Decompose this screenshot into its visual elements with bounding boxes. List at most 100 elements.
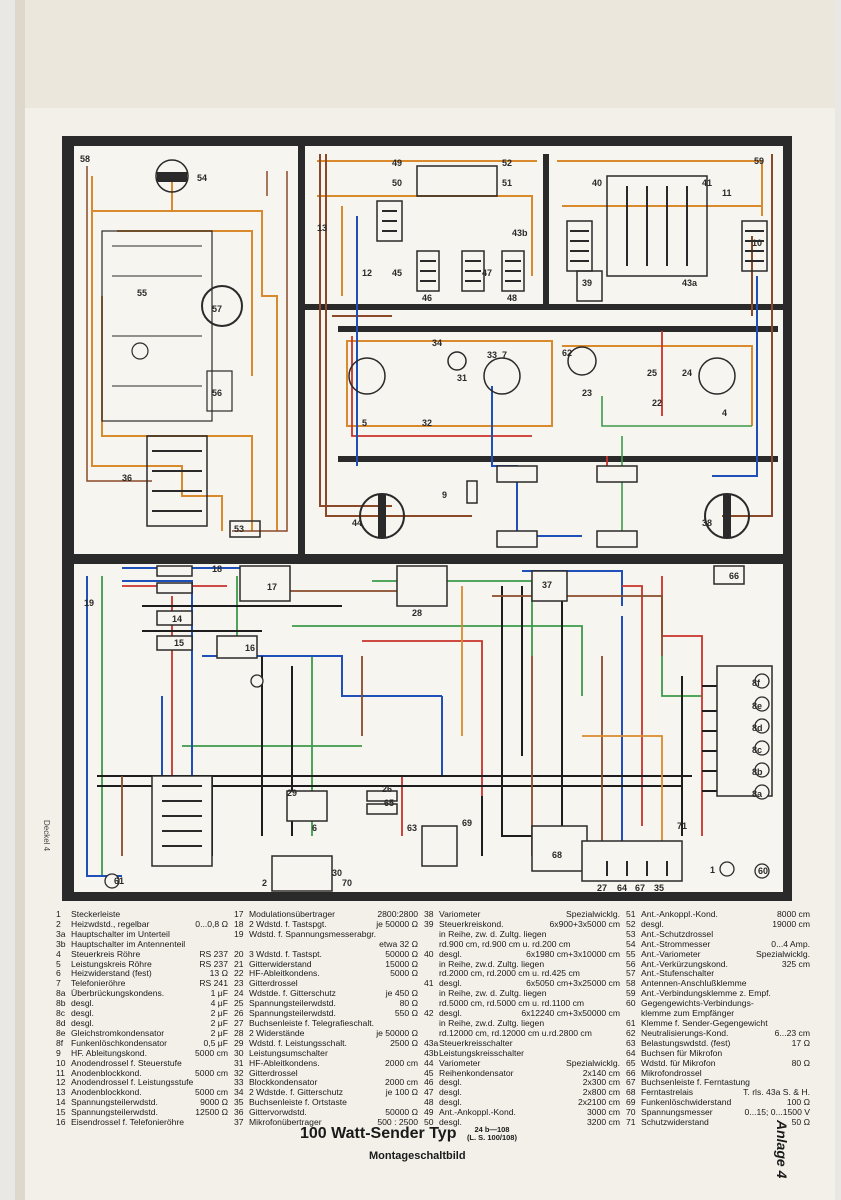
legend-item-text: Ant.-Verkürzungskond. xyxy=(641,959,728,969)
svg-text:69: 69 xyxy=(462,818,472,828)
legend-item-value xyxy=(807,1009,810,1019)
legend-item-text: in Reihe, zw.d. Zultg. liegen xyxy=(439,1018,545,1028)
svg-text:35: 35 xyxy=(654,883,664,893)
legend-item-number: 37 xyxy=(234,1117,244,1128)
legend-item-text: desgl. xyxy=(439,1098,462,1108)
legend-item-value: 50000 Ω xyxy=(385,1107,418,1118)
svg-text:38: 38 xyxy=(702,518,712,528)
legend-item-number: 33 xyxy=(234,1077,244,1088)
svg-text:63: 63 xyxy=(407,823,417,833)
legend-item-value xyxy=(617,1019,620,1029)
legend-item-text: desgl. xyxy=(439,1118,462,1128)
legend-item-value xyxy=(225,1059,228,1069)
legend-item-text: 2 Wdstde. f. Gitterschutz xyxy=(249,1088,344,1098)
legend-item-text: rd.900 cm, rd.900 cm u. rd.200 cm xyxy=(439,939,571,949)
legend-item-value: RS 237 xyxy=(199,948,228,959)
legend-item-number: 70 xyxy=(626,1107,636,1118)
panel-top-left xyxy=(74,146,298,554)
legend-item-number: 17 xyxy=(234,909,244,919)
legend-item-value: 9000 Ω xyxy=(200,1097,228,1108)
legend-item-value: 5000 cm xyxy=(195,1067,228,1078)
svg-text:1: 1 xyxy=(710,865,715,875)
legend-item-value: 0...0,8 Ω xyxy=(195,918,228,929)
legend-item-number: 1 xyxy=(56,909,61,919)
svg-text:54: 54 xyxy=(197,173,207,183)
svg-text:34: 34 xyxy=(432,338,442,348)
legend-item-value xyxy=(807,989,810,999)
legend-item-text: 3 Wdstd. f. Tastspt. xyxy=(249,949,322,959)
legend-item-value: 325 cm xyxy=(781,958,810,969)
legend-item-text: Spannungsteilerwdstd. xyxy=(71,1098,158,1108)
legend-item-value: RS 241 xyxy=(199,978,228,989)
legend-item-text: 2 Wdstd. f. Tastspgt. xyxy=(249,919,327,929)
svg-text:7: 7 xyxy=(502,350,507,360)
svg-text:8b: 8b xyxy=(752,767,763,777)
legend-item: in Reihe, zw. d. Zultg. liegen xyxy=(424,989,620,999)
svg-text:19: 19 xyxy=(84,598,94,608)
legend-item-text: desgl. xyxy=(439,1078,462,1088)
legend-item: rd.2000 cm, rd.2000 cm u. rd.425 cm xyxy=(424,969,620,979)
legend-item-number xyxy=(424,930,439,940)
svg-text:22: 22 xyxy=(652,398,662,408)
legend-item-value xyxy=(617,989,620,999)
legend-item-text: Überbrückungskondens. xyxy=(71,989,165,999)
legend-item-text: 2 Widerstände xyxy=(249,1028,305,1038)
legend-item-value: 5000 Ω xyxy=(390,968,418,979)
legend-item-number: 45 xyxy=(424,1067,434,1078)
svg-text:57: 57 xyxy=(212,304,222,314)
legend-item-text: Variometer xyxy=(439,910,481,919)
legend-item-number xyxy=(424,989,439,999)
legend-item-number: 59 xyxy=(626,988,636,999)
legend-item-value: 2x140 cm xyxy=(582,1067,620,1078)
legend-item-number: 21 xyxy=(234,958,244,969)
legend-item-value: Spezialwicklg. xyxy=(566,1057,620,1068)
svg-text:71: 71 xyxy=(677,821,687,831)
svg-text:52: 52 xyxy=(502,158,512,168)
legend-item-text: desgl. xyxy=(71,1018,94,1028)
legend-item-text: Mikrofondrossel xyxy=(641,1068,702,1078)
svg-text:58: 58 xyxy=(80,154,90,164)
legend-item-value: 12500 Ω xyxy=(195,1107,228,1118)
svg-text:46: 46 xyxy=(422,293,432,303)
legend-item-value: 2 μF xyxy=(210,1017,228,1028)
legend-item-number: 44 xyxy=(424,1057,434,1068)
legend-item-number: 8f xyxy=(56,1037,64,1048)
legend-item-text: Neutralisierungs-Kond. xyxy=(641,1028,729,1038)
legend-item-value: 550 Ω xyxy=(394,1008,418,1019)
paper-left-edge xyxy=(15,0,25,1200)
legend-item-value: T. rls. 43a S. & H. xyxy=(743,1087,810,1098)
legend-item-value: 2800:2800 xyxy=(377,909,418,919)
legend-item-text: Buchsenleiste f. Telegrafieschalt. xyxy=(249,1018,374,1028)
legend-item-value: 0...4 Amp. xyxy=(771,938,810,949)
legend-item-value: 2 μF xyxy=(210,1008,228,1019)
legend-item-value: je 450 Ω xyxy=(385,988,418,999)
svg-text:50: 50 xyxy=(392,178,402,188)
legend-item-text: in Reihe, zw. d. Zultg. liegen xyxy=(439,989,547,999)
legend-item-number: 8e xyxy=(56,1027,66,1038)
legend-item-value: 5000 cm xyxy=(195,1047,228,1058)
svg-text:48: 48 xyxy=(507,293,517,303)
svg-text:32: 32 xyxy=(422,418,432,428)
